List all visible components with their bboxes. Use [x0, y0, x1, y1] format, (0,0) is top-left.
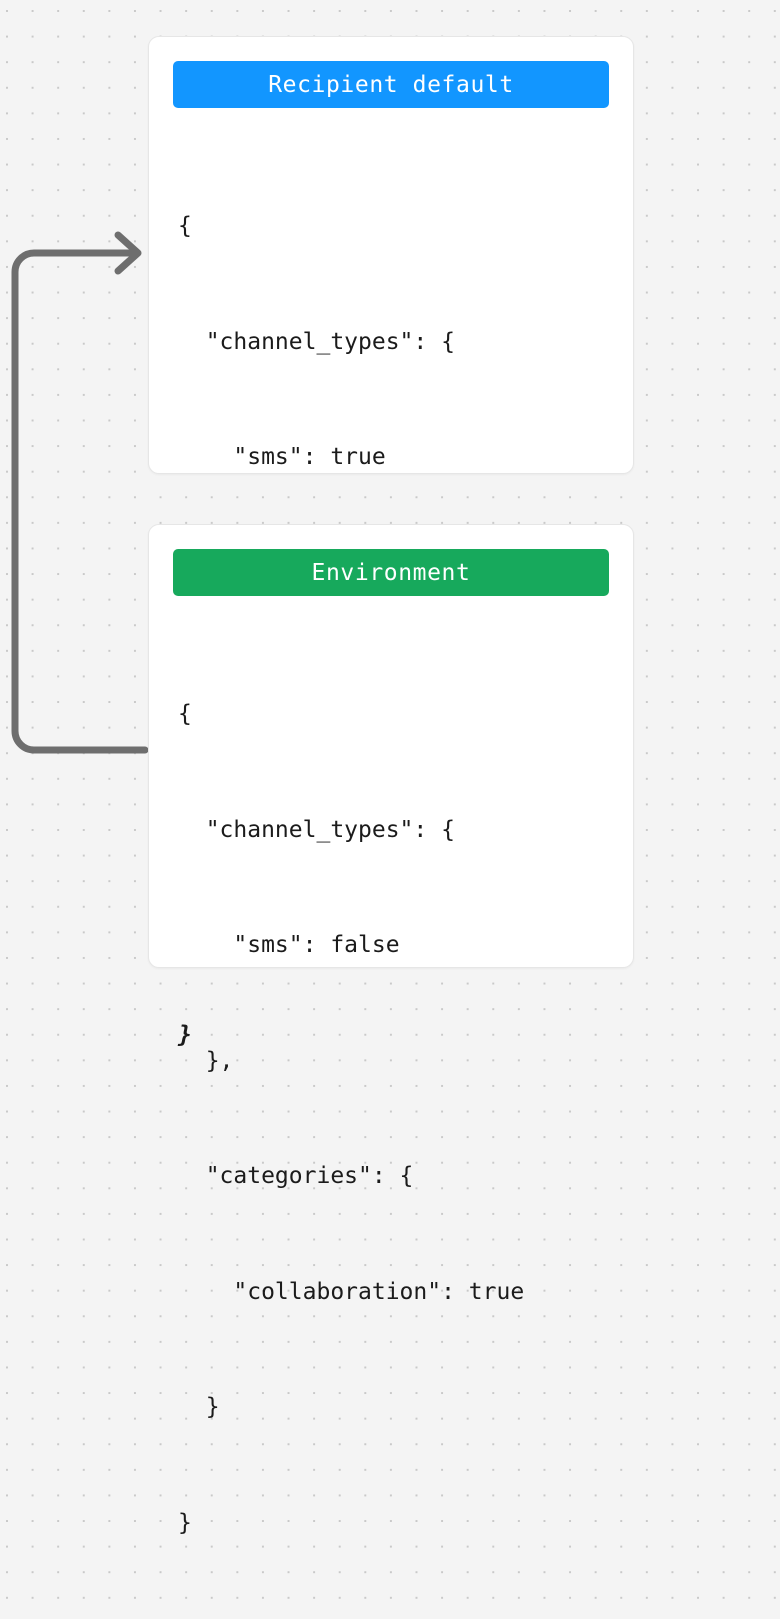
environment-to-recipient-default-arrow: [11, 249, 149, 754]
json-line: },: [178, 1047, 234, 1074]
json-line: }: [178, 1509, 192, 1536]
card-title-label: Environment: [311, 559, 471, 586]
card-header-recipient-default: Recipient default: [173, 61, 609, 108]
json-line: "sms": true: [178, 444, 386, 470]
json-body-environment: { "channel_types": { "sms": false }, "ca…: [149, 618, 633, 1619]
json-line: "channel_types": {: [178, 816, 455, 843]
json-line: "sms": false: [178, 932, 400, 958]
arrowhead-icon: [114, 231, 142, 275]
json-line: }: [178, 1394, 220, 1420]
card-environment: Environment { "channel_types": { "sms": …: [148, 524, 634, 1536]
card-title-label: Recipient default: [268, 71, 514, 98]
card-header-environment: Environment: [173, 549, 609, 596]
json-line: "collaboration": true: [178, 1278, 525, 1305]
card-recipient-default: Recipient default { "channel_types": { "…: [148, 36, 634, 1048]
json-line: "categories": {: [178, 1163, 414, 1189]
json-line: {: [178, 213, 192, 239]
json-line: {: [178, 701, 192, 727]
json-line: "channel_types": {: [178, 328, 455, 355]
